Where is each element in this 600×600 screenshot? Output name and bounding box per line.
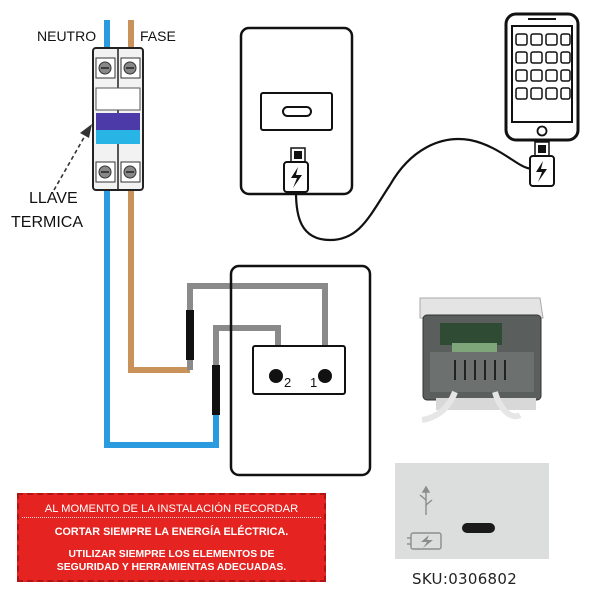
terminal-2 [269,369,283,383]
warning-box: AL MOMENTO DE LA INSTALACIÓN RECORDAR CO… [17,493,326,582]
warning-divider [22,517,321,518]
terminal-box [229,264,372,477]
terminal-2-label: 2 [284,375,291,390]
usb-charge-icon [291,167,302,188]
warning-line-3b: SEGURIDAD Y HERRAMIENTAS ADECUADAS. [56,562,287,573]
usb-c-port-icon [282,106,312,117]
warning-line-1: AL MOMENTO DE LA INSTALACIÓN RECORDAR [44,503,299,515]
smartphone-icon [504,12,580,142]
usb-plug-right [529,141,555,187]
usb-c-port-icon [462,523,495,533]
module-back-photo [419,297,544,423]
warning-line-3a: UTILIZAR SIEMPRE LOS ELEMENTOS DE [68,549,275,560]
usb-cable [294,138,542,242]
usb-charge-icon [536,161,547,182]
llave-label-1: LLAVE [29,190,78,207]
llave-label-2: TERMICA [11,214,83,231]
usb-plug-left [283,147,309,193]
module-front-photo [395,463,549,559]
usb-symbol-icon [419,485,433,515]
terminal-1 [318,369,332,383]
battery-charge-icon [407,532,442,550]
bridge-wire-a [186,283,328,370]
circuit-breaker [92,47,144,191]
usb-wall-plate [239,26,354,196]
pointer-arrow [53,124,92,191]
warning-line-3: UTILIZAR SIEMPRE LOS ELEMENTOS DE SEGURI… [19,548,324,574]
fase-label: FASE [140,28,176,44]
warning-line-2: CORTAR SIEMPRE LA ENERGÍA ELÉCTRICA. [54,526,289,538]
sku-label: SKU:0306802 [412,570,518,588]
terminal-1-label: 1 [310,375,317,390]
neutro-label: NEUTRO [37,28,96,44]
